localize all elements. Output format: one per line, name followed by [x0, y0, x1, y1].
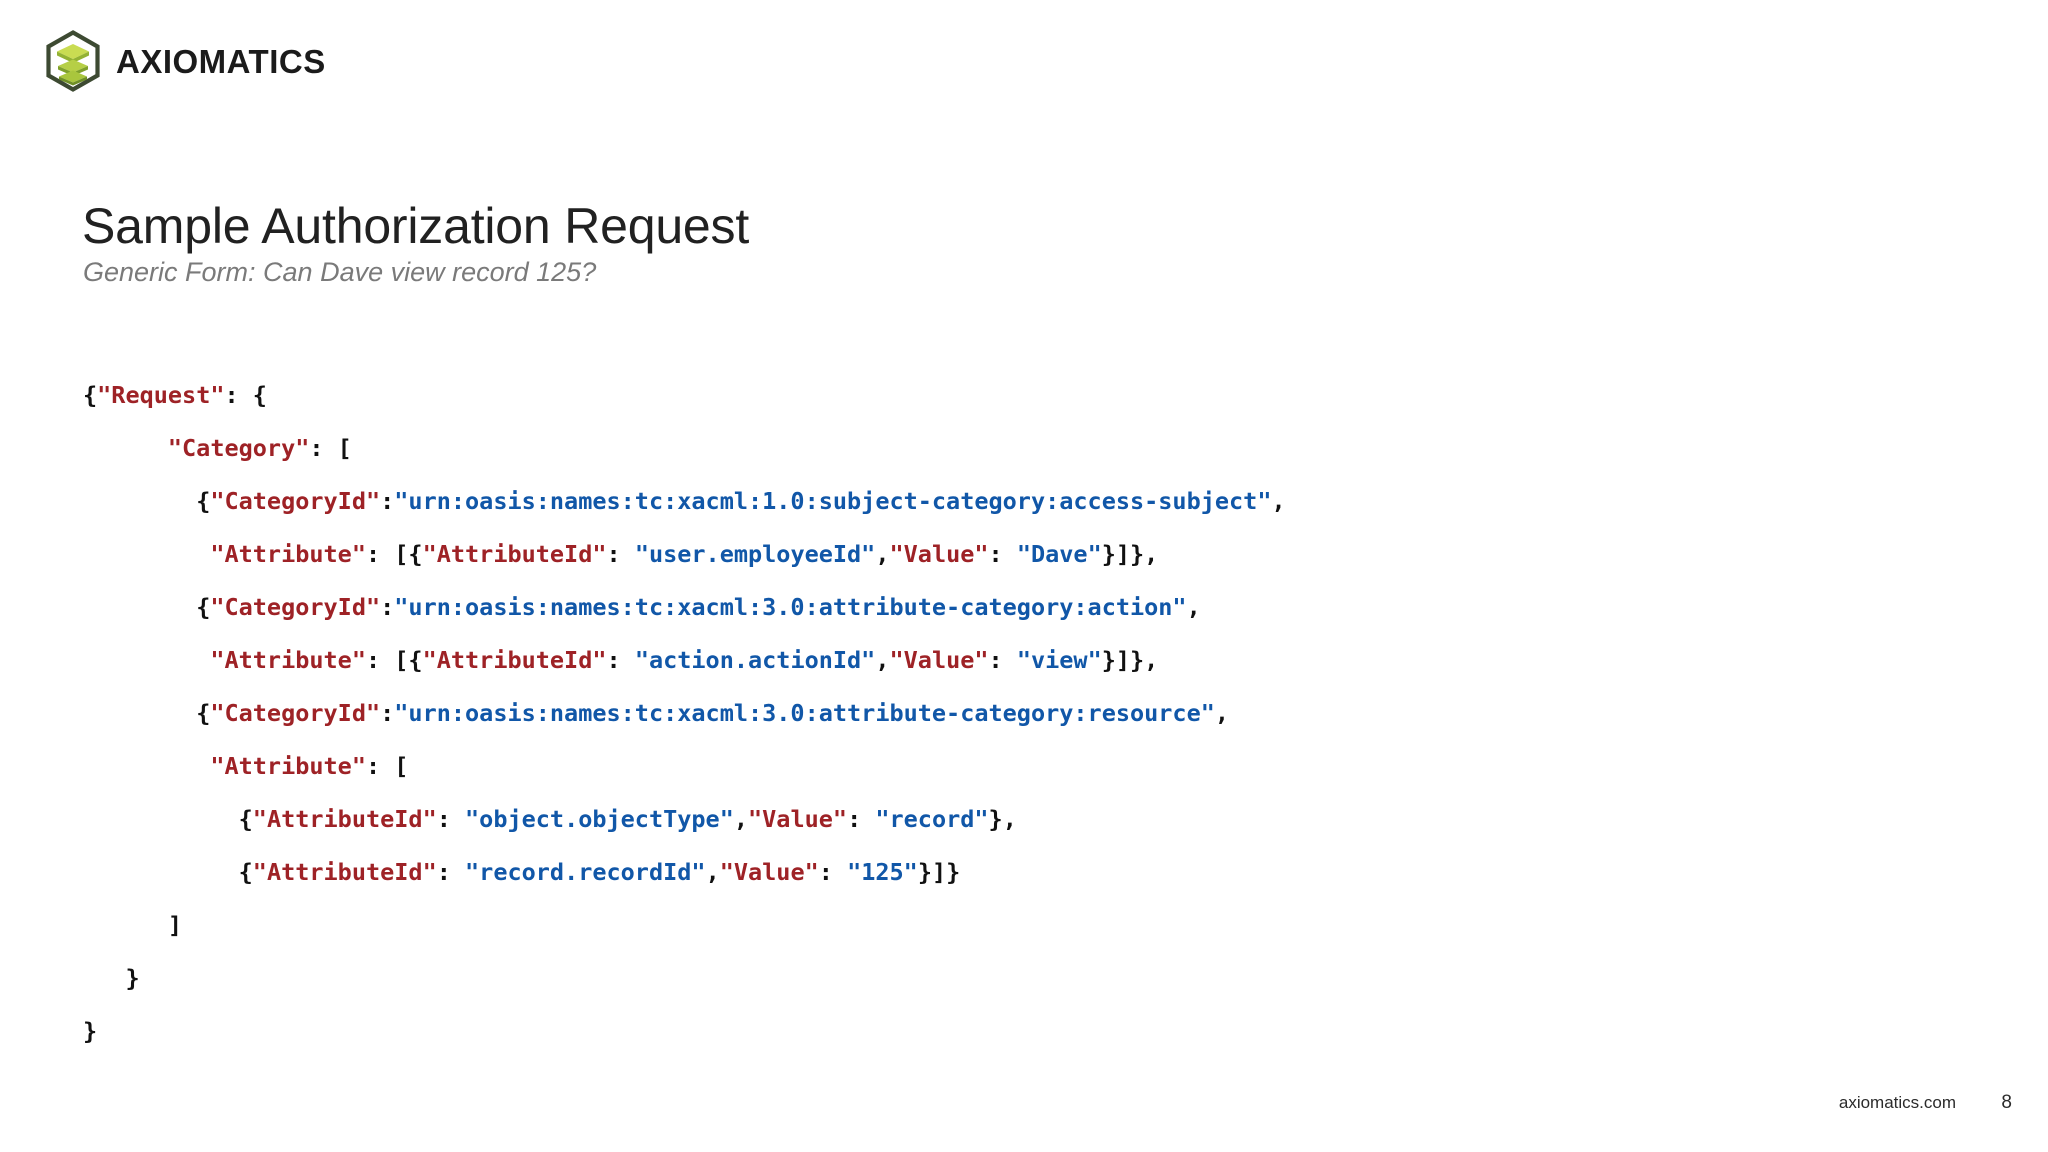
code-token-key: "CategoryId" — [210, 486, 381, 515]
code-token-punct: : — [847, 804, 876, 833]
code-token-punct: ] — [167, 910, 183, 939]
code-token-punct: : — [606, 539, 635, 568]
code-token-val: "Dave" — [1016, 539, 1102, 568]
code-token-punct: : — [380, 592, 395, 621]
code-token-punct: , — [1271, 486, 1286, 515]
code-token-punct: : [ — [309, 433, 352, 462]
code-token-punct: : — [606, 645, 635, 674]
code-token-punct: }]}, — [1101, 539, 1159, 568]
code-indent — [83, 487, 196, 515]
code-line: {"CategoryId":"urn:oasis:names:tc:xacml:… — [83, 475, 1286, 528]
code-line: "Attribute": [{"AttributeId": "user.empl… — [83, 528, 1286, 581]
code-token-punct: : — [988, 539, 1017, 568]
code-line: } — [83, 1005, 1286, 1058]
code-token-punct: : — [436, 857, 466, 886]
code-token-punct: , — [875, 645, 890, 674]
page-title: Sample Authorization Request — [82, 197, 750, 254]
code-token-punct: , — [1186, 592, 1201, 621]
footer-page-number: 8 — [2001, 1092, 2012, 1113]
code-token-punct: , — [733, 804, 749, 833]
code-line: } — [83, 952, 1286, 1005]
code-line: {"AttributeId": "record.recordId","Value… — [83, 846, 1286, 899]
code-token-key: "CategoryId" — [210, 698, 381, 727]
brand-logo: AXIOMATICS — [44, 30, 326, 92]
code-token-key: "Category" — [167, 433, 310, 462]
code-token-punct: }, — [988, 804, 1017, 833]
code-token-key: "Value" — [889, 539, 989, 568]
code-token-punct: : { — [224, 380, 267, 409]
code-line: "Attribute": [ — [83, 740, 1286, 793]
code-token-punct: }]}, — [1101, 645, 1159, 674]
code-indent — [83, 805, 239, 833]
code-token-key: "CategoryId" — [210, 592, 381, 621]
page-subtitle: Generic Form: Can Dave view record 125? — [83, 257, 597, 287]
code-line: {"CategoryId":"urn:oasis:names:tc:xacml:… — [83, 687, 1286, 740]
code-line: {"AttributeId": "object.objectType","Val… — [83, 793, 1286, 846]
code-line: "Attribute": [{"AttributeId": "action.ac… — [83, 634, 1286, 687]
code-line: {"Request": { — [83, 369, 1286, 422]
code-token-key: "AttributeId" — [252, 804, 437, 833]
code-indent — [83, 964, 125, 992]
code-token-val: "object.objectType" — [465, 804, 734, 833]
authorization-request-code: {"Request": { "Category": [ {"CategoryId… — [83, 369, 1286, 1058]
code-token-punct: : [{ — [365, 645, 423, 674]
code-indent — [83, 699, 196, 727]
code-token-punct: } — [125, 963, 140, 992]
footer-website: axiomatics.com — [1838, 1093, 1956, 1112]
code-token-val: "urn:oasis:names:tc:xacml:1.0:subject-ca… — [394, 486, 1272, 515]
code-token-key: "Value" — [748, 804, 848, 833]
code-token-val: "urn:oasis:names:tc:xacml:3.0:attribute-… — [394, 592, 1187, 621]
code-token-val: "record" — [875, 804, 989, 833]
code-line: "Category": [ — [83, 422, 1286, 475]
code-token-punct: { — [238, 804, 253, 833]
code-token-val: "action.actionId" — [634, 645, 876, 674]
code-token-punct: } — [83, 1016, 98, 1045]
code-token-key: "Value" — [719, 857, 819, 886]
code-indent — [83, 434, 168, 462]
slide-footer: axiomatics.com 8 — [1839, 1092, 2012, 1114]
code-token-val: "user.employeeId" — [634, 539, 876, 568]
code-token-punct: : [{ — [365, 539, 423, 568]
code-token-key: "AttributeId" — [422, 539, 607, 568]
code-indent — [83, 540, 210, 568]
code-token-val: "view" — [1016, 645, 1102, 674]
code-token-punct: : — [436, 804, 466, 833]
code-indent — [83, 752, 210, 780]
code-token-punct: : — [818, 857, 848, 886]
code-token-punct: , — [705, 857, 720, 886]
code-indent — [83, 593, 196, 621]
code-token-punct: { — [196, 592, 211, 621]
code-line: ] — [83, 899, 1286, 952]
code-token-val: "125" — [847, 857, 918, 886]
brand-wordmark: AXIOMATICS — [116, 42, 326, 80]
code-token-key: "AttributeId" — [252, 857, 437, 886]
code-token-punct: { — [83, 380, 98, 409]
code-line: {"CategoryId":"urn:oasis:names:tc:xacml:… — [83, 581, 1286, 634]
code-indent — [83, 858, 239, 886]
code-token-key: "Request" — [97, 380, 225, 409]
code-token-punct: : — [380, 486, 395, 515]
code-token-key: "AttributeId" — [422, 645, 607, 674]
hexagon-stacked-layers-icon — [46, 30, 100, 92]
code-token-key: "Attribute" — [210, 645, 366, 674]
code-token-punct: , — [1214, 698, 1230, 727]
code-token-punct: : [ — [365, 751, 409, 780]
code-token-punct: , — [875, 539, 890, 568]
code-token-val: "record.recordId" — [465, 857, 706, 886]
code-token-key: "Attribute" — [210, 539, 366, 568]
code-indent — [83, 646, 210, 674]
code-token-punct: { — [238, 857, 253, 886]
code-token-punct: : — [380, 698, 395, 727]
code-token-key: "Attribute" — [210, 751, 366, 780]
code-token-punct: { — [196, 698, 211, 727]
code-token-punct: }]} — [917, 857, 961, 886]
code-indent — [83, 911, 168, 939]
code-token-punct: { — [196, 486, 211, 515]
code-token-punct: : — [988, 645, 1017, 674]
code-token-val: "urn:oasis:names:tc:xacml:3.0:attribute-… — [394, 698, 1215, 727]
code-token-key: "Value" — [889, 645, 989, 674]
